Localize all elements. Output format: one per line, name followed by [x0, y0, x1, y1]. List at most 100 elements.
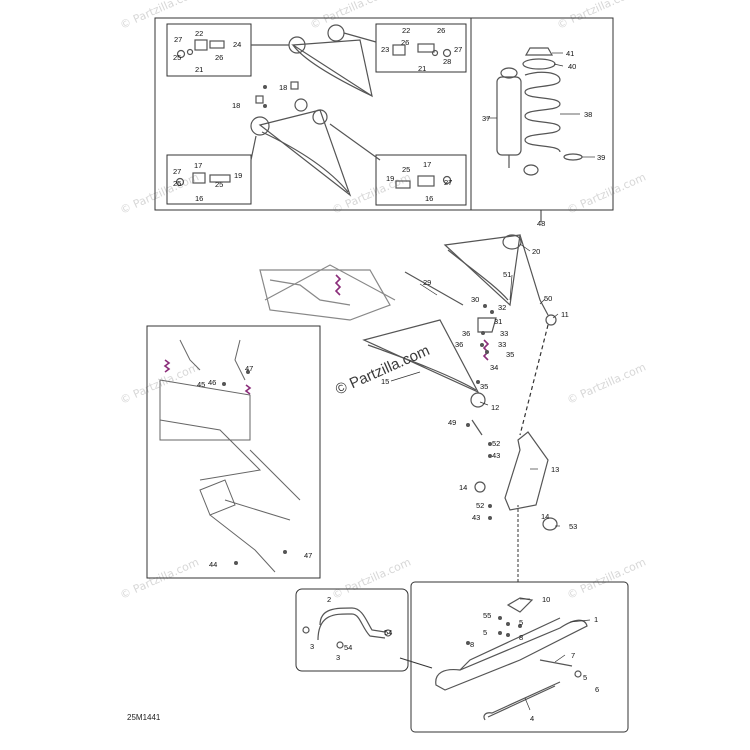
callout-54: 54 — [384, 628, 392, 637]
shock-frame — [471, 17, 614, 211]
callout-5: 5 — [483, 628, 487, 637]
callout-43: 43 — [492, 451, 500, 460]
callout-32: 32 — [498, 303, 506, 312]
bushing-inset-top-left — [166, 23, 252, 77]
callout-16: 16 — [425, 194, 433, 203]
callout-36: 36 — [462, 329, 470, 338]
callout-47: 47 — [304, 551, 312, 560]
callout-50: 50 — [544, 294, 552, 303]
callout-2: 2 — [327, 595, 331, 604]
callout-14: 14 — [459, 483, 467, 492]
callout-39: 39 — [597, 153, 605, 162]
bushing-inset-top-right — [375, 23, 467, 73]
callout-54: 54 — [344, 643, 352, 652]
callout-25: 25 — [215, 180, 223, 189]
callout-22: 22 — [195, 29, 203, 38]
callout-16: 16 — [195, 194, 203, 203]
callout-29: 29 — [423, 278, 431, 287]
callout-23: 23 — [381, 45, 389, 54]
callout-27: 27 — [454, 45, 462, 54]
callout-6: 6 — [595, 685, 599, 694]
callout-5: 5 — [583, 673, 587, 682]
callout-8: 8 — [470, 640, 474, 649]
callout-8: 8 — [519, 633, 523, 642]
callout-27: 27 — [174, 35, 182, 44]
diagram-code: 25M1441 — [127, 713, 161, 722]
callout-1: 1 — [594, 615, 598, 624]
callout-19: 19 — [234, 171, 242, 180]
callout-35: 35 — [506, 350, 514, 359]
callout-25: 25 — [402, 165, 410, 174]
grab-handle — [302, 607, 392, 649]
callout-27: 27 — [444, 178, 452, 187]
callout-27: 27 — [173, 167, 181, 176]
callout-14: 14 — [541, 512, 549, 521]
callout-34: 34 — [490, 363, 498, 372]
callout-53: 53 — [569, 522, 577, 531]
callout-18: 18 — [232, 101, 240, 110]
callout-55: 55 — [483, 611, 491, 620]
fasteners — [222, 85, 522, 645]
callout-24: 24 — [233, 40, 241, 49]
callout-43: 43 — [472, 513, 480, 522]
callout-40: 40 — [568, 62, 576, 71]
callout-48: 48 — [537, 219, 545, 228]
callout-4: 4 — [530, 714, 534, 723]
callout-31: 31 — [494, 317, 502, 326]
callout-52: 52 — [476, 501, 484, 510]
callout-19: 19 — [386, 174, 394, 183]
callout-20: 20 — [532, 247, 540, 256]
bushing-inset-bottom-right — [375, 154, 467, 206]
callout-46: 46 — [208, 378, 216, 387]
callout-10: 10 — [542, 595, 550, 604]
handle-arrow — [399, 657, 433, 669]
callout-36: 36 — [455, 340, 463, 349]
callout-33: 33 — [500, 329, 508, 338]
callout-26: 26 — [401, 38, 409, 47]
callout-28: 28 — [443, 57, 451, 66]
callout-15: 15 — [381, 377, 389, 386]
callout-5: 5 — [519, 618, 523, 627]
callout-47: 47 — [245, 364, 253, 373]
callout-12: 12 — [491, 403, 499, 412]
callout-13: 13 — [551, 465, 559, 474]
front-suspension — [259, 234, 558, 531]
callout-3: 3 — [336, 653, 340, 662]
callout-49: 49 — [448, 418, 456, 427]
callout-3: 3 — [310, 642, 314, 651]
callout-17: 17 — [423, 160, 431, 169]
callout-17: 17 — [194, 161, 202, 170]
ski-frame — [410, 581, 629, 733]
callout-37: 37 — [482, 114, 490, 123]
handle-inset — [295, 588, 409, 672]
callout-21: 21 — [418, 64, 426, 73]
frame-inset — [146, 325, 321, 579]
callout-11: 11 — [561, 310, 569, 319]
callout-25: 25 — [173, 53, 181, 62]
callout-41: 41 — [566, 49, 574, 58]
callout-21: 21 — [195, 65, 203, 74]
upper-a-arm — [175, 24, 452, 197]
callout-33: 33 — [498, 340, 506, 349]
callout-22: 22 — [402, 26, 410, 35]
callout-52: 52 — [492, 439, 500, 448]
callout-labels: 27 22 24 25 26 21 22 26 26 27 23 28 21 1… — [173, 26, 605, 723]
callout-7: 7 — [571, 651, 575, 660]
bushing-inset-bottom-left — [166, 154, 252, 205]
frame-sketch — [159, 339, 301, 573]
callout-25: 25 — [173, 179, 181, 188]
upper-a-arm-frame — [154, 17, 472, 211]
callout-51: 51 — [503, 270, 511, 279]
callout-44: 44 — [209, 560, 217, 569]
callout-26: 26 — [437, 26, 445, 35]
callout-38: 38 — [584, 110, 592, 119]
leader-lines — [390, 52, 595, 711]
callout-30: 30 — [471, 295, 479, 304]
callout-35: 35 — [480, 382, 488, 391]
callout-45: 45 — [197, 380, 205, 389]
callout-18: 18 — [279, 83, 287, 92]
ski — [435, 597, 588, 721]
callout-26: 26 — [215, 53, 223, 62]
